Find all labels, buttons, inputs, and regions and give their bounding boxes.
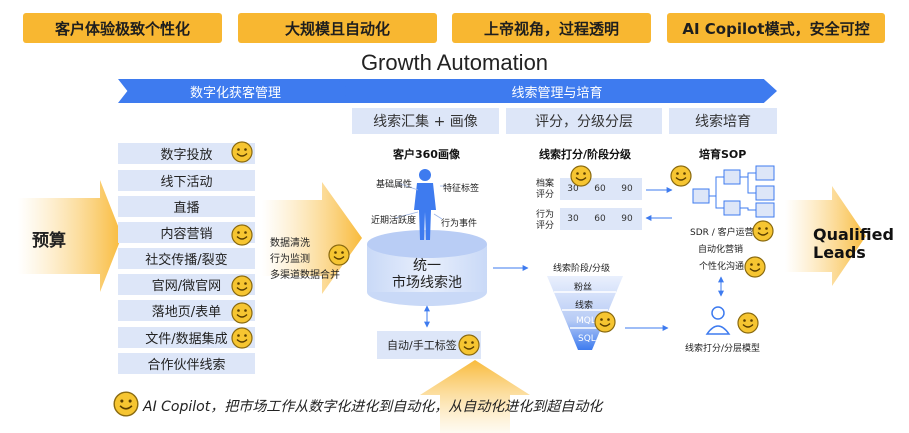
data-processing-item: 多渠道数据合并 bbox=[270, 270, 340, 281]
auto-tag-label: 自动/手工标签 bbox=[387, 339, 457, 352]
score-cell: 30 bbox=[567, 184, 579, 194]
smiley-icon bbox=[752, 220, 774, 242]
score-cell: 60 bbox=[594, 184, 606, 194]
phase-lead-management: 线索管理与培育 bbox=[337, 79, 777, 103]
badge-personalization: 客户体验极致个性化 bbox=[23, 13, 222, 43]
channel-offline-events: 线下活动 bbox=[118, 170, 255, 191]
channel-content-marketing: 内容营销 bbox=[118, 222, 255, 243]
smiley-icon bbox=[113, 391, 139, 417]
badge-text: 客户体验极致个性化 bbox=[54, 19, 190, 38]
smiley-icon bbox=[737, 312, 759, 334]
sop-tree-icon bbox=[692, 165, 775, 218]
nurture-title: 培育SOP bbox=[699, 148, 747, 161]
phase-label: 线索管理与培育 bbox=[511, 85, 603, 101]
profile-tag-basic: 基础属性 bbox=[376, 180, 413, 190]
funnel-stage-mql: MQL bbox=[576, 316, 596, 326]
channel-digital-ads: 数字投放 bbox=[118, 143, 255, 164]
smiley-icon bbox=[744, 256, 766, 278]
scoring-title: 线索打分/阶段分级 bbox=[539, 148, 632, 161]
copilot-up-arrow bbox=[420, 360, 530, 433]
unified-lead-pool: 统一 市场线索池 bbox=[392, 258, 462, 291]
score-row-behavior bbox=[560, 208, 642, 230]
smiley-icon bbox=[458, 334, 480, 356]
score-row-label-behavior: 行为 评分 bbox=[536, 210, 555, 231]
badge-copilot: AI Copilot模式，安全可控 bbox=[667, 13, 885, 43]
score-cell: 30 bbox=[567, 214, 579, 224]
funnel-title: 线索阶段/分级 bbox=[553, 264, 611, 274]
channel-label: 直播 bbox=[173, 201, 200, 216]
channel-label: 内容营销 bbox=[160, 227, 213, 242]
funnel-stage-sql: SQL bbox=[578, 334, 596, 344]
tab-scoring: 评分，分级分层 bbox=[506, 108, 662, 134]
funnel-stage-leads: 线索 bbox=[575, 301, 594, 311]
channel-label: 社交传播/裂变 bbox=[145, 253, 228, 268]
budget-label: 预算 bbox=[32, 231, 66, 251]
smiley-icon bbox=[231, 141, 253, 163]
footer-statement: AI Copilot，把市场工作从数字化进化到自动化，从自动化进化到超自动化 bbox=[143, 396, 602, 416]
profile-tag-events: 行为事件 bbox=[441, 219, 478, 229]
nurture-sdr: SDR / 客户运营 bbox=[690, 228, 754, 238]
channel-file-integration: 文件/数据集成 bbox=[118, 327, 255, 348]
channels-to-pool-arrow bbox=[262, 182, 362, 294]
smiley-icon bbox=[594, 311, 616, 333]
smiley-icon bbox=[231, 275, 253, 297]
channel-label: 文件/数据集成 bbox=[145, 332, 228, 347]
budget-arrow bbox=[18, 180, 122, 292]
human-figure-icon bbox=[414, 169, 436, 240]
channel-partner-leads: 合作伙伴线索 bbox=[118, 353, 255, 374]
pool-cylinder-top bbox=[367, 230, 487, 258]
lead-model-icon bbox=[705, 306, 731, 335]
smiley-icon bbox=[670, 165, 692, 187]
nurture-automation: 自动化营销 bbox=[698, 245, 744, 255]
badge-automation: 大规模且自动化 bbox=[238, 13, 437, 43]
footer-copilot-label: AI Copilot， bbox=[143, 399, 225, 415]
score-cell: 60 bbox=[594, 214, 606, 224]
channel-label: 落地页/表单 bbox=[151, 305, 222, 320]
badge-transparency: 上帝视角，过程透明 bbox=[452, 13, 651, 43]
tab-label: 线索培育 bbox=[695, 114, 751, 130]
channel-label: 数字投放 bbox=[160, 148, 213, 163]
phase-acquisition: 数字化获客管理 bbox=[118, 79, 353, 103]
tab-nurture: 线索培育 bbox=[669, 108, 777, 134]
tab-label: 线索汇集 + 画像 bbox=[373, 114, 478, 130]
output-arrow bbox=[785, 186, 866, 286]
data-processing-item: 行为监测 bbox=[270, 254, 310, 265]
score-cell: 90 bbox=[621, 214, 633, 224]
channel-label: 线下活动 bbox=[160, 175, 213, 190]
channel-landing-page: 落地页/表单 bbox=[118, 300, 255, 321]
funnel-stage-fans: 粉丝 bbox=[574, 283, 593, 293]
nurture-personalized: 个性化沟通 bbox=[699, 262, 745, 272]
profile-title: 客户360画像 bbox=[393, 148, 460, 161]
tab-lead-collection: 线索汇集 + 画像 bbox=[352, 108, 499, 134]
lead-funnel bbox=[547, 276, 623, 350]
data-processing-list: 数据清洗 行为监测 多渠道数据合并 bbox=[270, 236, 340, 284]
lead-model-label: 线索打分/分层模型 bbox=[685, 344, 761, 354]
channel-label: 官网/微官网 bbox=[151, 279, 222, 294]
smiley-icon bbox=[231, 327, 253, 349]
phase-label: 数字化获客管理 bbox=[189, 85, 281, 101]
smiley-icon bbox=[231, 302, 253, 324]
smiley-icon bbox=[570, 165, 592, 187]
channel-website: 官网/微官网 bbox=[118, 274, 255, 295]
score-row-label-profile: 档案 评分 bbox=[536, 179, 555, 200]
badge-text: 大规模且自动化 bbox=[284, 19, 390, 38]
data-processing-item: 数据清洗 bbox=[270, 238, 310, 249]
profile-tag-feature: 特征标签 bbox=[443, 184, 480, 194]
profile-tag-activity: 近期活跃度 bbox=[371, 216, 417, 226]
smiley-icon bbox=[328, 244, 350, 266]
footer-text: 把市场工作从数字化进化到自动化，从自动化进化到超自动化 bbox=[224, 399, 603, 415]
channel-label: 合作伙伴线索 bbox=[147, 358, 226, 373]
channel-social: 社交传播/裂变 bbox=[118, 248, 255, 269]
qualified-leads-output: Qualified Leads bbox=[813, 225, 894, 262]
smiley-icon bbox=[231, 224, 253, 246]
badge-text: 上帝视角，过程透明 bbox=[483, 19, 619, 38]
badge-text: AI Copilot模式，安全可控 bbox=[682, 19, 870, 38]
channel-livestream: 直播 bbox=[118, 196, 255, 217]
tab-label: 评分，分级分层 bbox=[535, 114, 633, 130]
score-cell: 90 bbox=[621, 184, 633, 194]
diagram-title: Growth Automation bbox=[360, 50, 549, 75]
